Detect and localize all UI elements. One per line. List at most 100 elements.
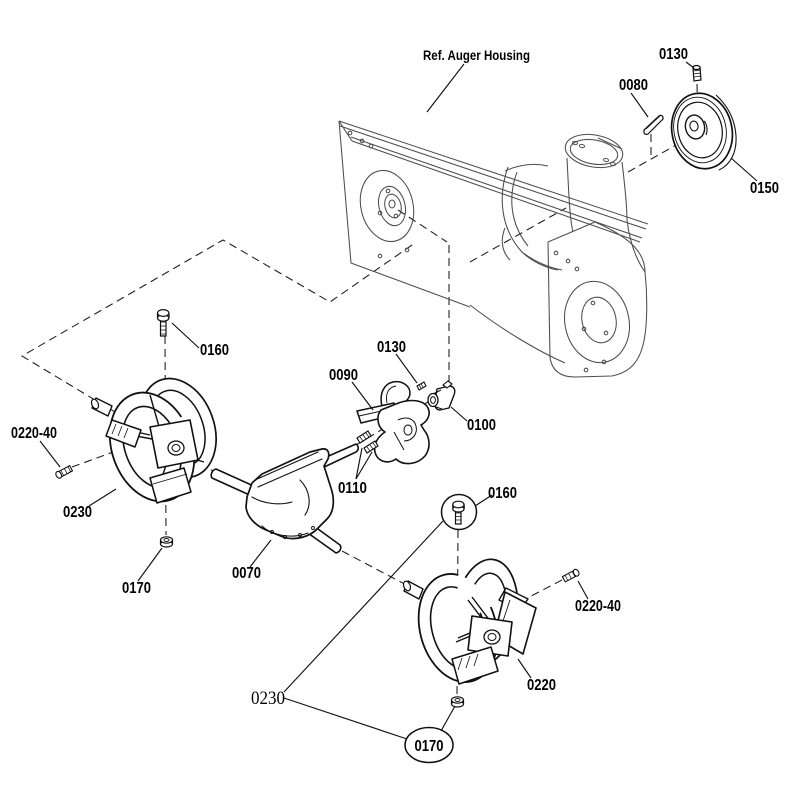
leader-0170-right — [440, 705, 456, 732]
right-hub-bore — [487, 633, 497, 641]
bolt-hole — [359, 138, 365, 144]
bolt-hole — [581, 326, 587, 332]
left-bearing-mid — [377, 185, 407, 227]
axis-left-auger-bolt — [164, 335, 167, 536]
gearbox-flange — [251, 451, 323, 537]
left-auger-stub-end — [90, 398, 100, 410]
label-0160-right: 0160 — [488, 485, 517, 502]
gearbox-shaft-left — [210, 468, 259, 498]
label-0220: 0220 — [527, 677, 556, 694]
label-ref-auger-housing: Ref. Auger Housing — [423, 48, 530, 63]
leader-0230-serif — [283, 520, 444, 740]
chute-body — [566, 157, 646, 273]
bolt-hole — [377, 253, 383, 259]
leader-0070 — [249, 539, 272, 568]
left-hub-bore — [171, 444, 181, 452]
leader-0170-left — [137, 547, 163, 582]
chute-corner — [597, 137, 623, 150]
left-bearing-hub — [384, 193, 402, 219]
gearbox-bolt — [298, 533, 302, 537]
left-auger-paddle-top-hatch — [111, 423, 129, 439]
label-0130-top: 0130 — [659, 46, 688, 63]
leader-0150 — [730, 157, 758, 182]
axis-pulley-left — [469, 207, 567, 263]
label-0230-serif: 0230 — [251, 688, 285, 709]
housing-right-plate — [547, 221, 648, 378]
label-0130-mid: 0130 — [377, 339, 406, 356]
left-bearing-outer — [359, 169, 415, 243]
nut-top — [450, 696, 465, 704]
bolt-head-top — [452, 500, 465, 509]
leader-0090 — [351, 381, 374, 411]
right-auger-stub-end — [402, 580, 412, 592]
setscrew-threads — [692, 69, 702, 78]
leader-0080 — [630, 92, 649, 118]
right-hub-boss — [483, 629, 501, 645]
leader-0160-right — [474, 494, 493, 507]
leader-0220-40-right — [577, 580, 589, 600]
gearbox-bolt — [270, 530, 274, 534]
leader-0130-mid — [395, 353, 418, 384]
setscrew-head — [572, 568, 580, 577]
right-auger-paddle-hatch — [457, 653, 479, 671]
gearbox-body — [245, 448, 335, 540]
chute-rim-hole — [571, 140, 579, 146]
screw-0110-b — [363, 440, 379, 454]
label-0110: 0110 — [338, 480, 367, 497]
label-0070: 0070 — [232, 565, 261, 582]
bolt-hole — [377, 210, 383, 216]
pulley-0150 — [670, 92, 737, 171]
housing-left-plate — [338, 120, 471, 308]
axis-right-setscrew — [509, 579, 563, 608]
left-auger-paddle-bottom-edge — [152, 473, 188, 485]
leader-lines — [39, 61, 758, 740]
chute-opening-outer — [564, 133, 624, 169]
pulley-rim-thickness — [715, 94, 737, 171]
bolt-hole — [404, 247, 410, 253]
label-0220-40-right: 0220-40 — [575, 598, 621, 615]
bolt-hole — [553, 250, 559, 256]
setscrew-threads — [60, 466, 72, 476]
impeller-fin-inner — [386, 385, 397, 404]
bolt-head-top — [156, 309, 170, 318]
setscrew-0220-40-right — [561, 568, 580, 583]
balloon-0170-ellipse — [404, 726, 454, 764]
auger-left-0230 — [90, 377, 217, 504]
label-0230-left: 0230 — [63, 504, 92, 521]
coupling-tube — [427, 392, 439, 408]
left-hub-boss — [167, 440, 185, 456]
screw-0130-mid — [416, 381, 427, 391]
chute-rim-hole — [609, 161, 617, 167]
label-0220-40-left: 0220-40 — [11, 425, 57, 442]
leader-0230-left — [88, 488, 117, 507]
gearbox-bolt — [283, 535, 287, 539]
bolt-hole — [385, 188, 391, 194]
bolt-hole — [393, 213, 399, 219]
chute-opening-inner — [569, 138, 619, 166]
nut-0170-left — [159, 536, 174, 548]
bolt-hole — [368, 143, 374, 149]
pulley-hub — [684, 114, 706, 140]
leader-0220-40-left — [39, 440, 61, 468]
coupling-nub — [442, 380, 453, 389]
chute-rim-hole — [602, 157, 610, 163]
right-auger-paddle-bottom — [451, 646, 499, 685]
pulley-face — [677, 101, 723, 159]
axis-zigzag-left — [20, 239, 413, 475]
auger-right-0220 — [402, 558, 537, 685]
label-0080: 0080 — [619, 77, 648, 94]
axis-bearing-stub — [397, 209, 448, 243]
impeller-assembly — [356, 380, 456, 465]
leader-0110 — [355, 447, 373, 480]
leader-0160-left — [171, 322, 200, 349]
housing-fan-drum — [501, 163, 559, 271]
coupling-0100 — [427, 380, 456, 411]
bolt-hole — [601, 359, 607, 365]
screw-0130-mid-threads — [418, 383, 424, 389]
gearbox-0070 — [210, 443, 360, 554]
label-0100: 0100 — [467, 417, 496, 434]
bolt-hole — [583, 367, 589, 373]
leader-ref-housing — [426, 63, 465, 113]
housing-chute-base — [564, 133, 646, 273]
